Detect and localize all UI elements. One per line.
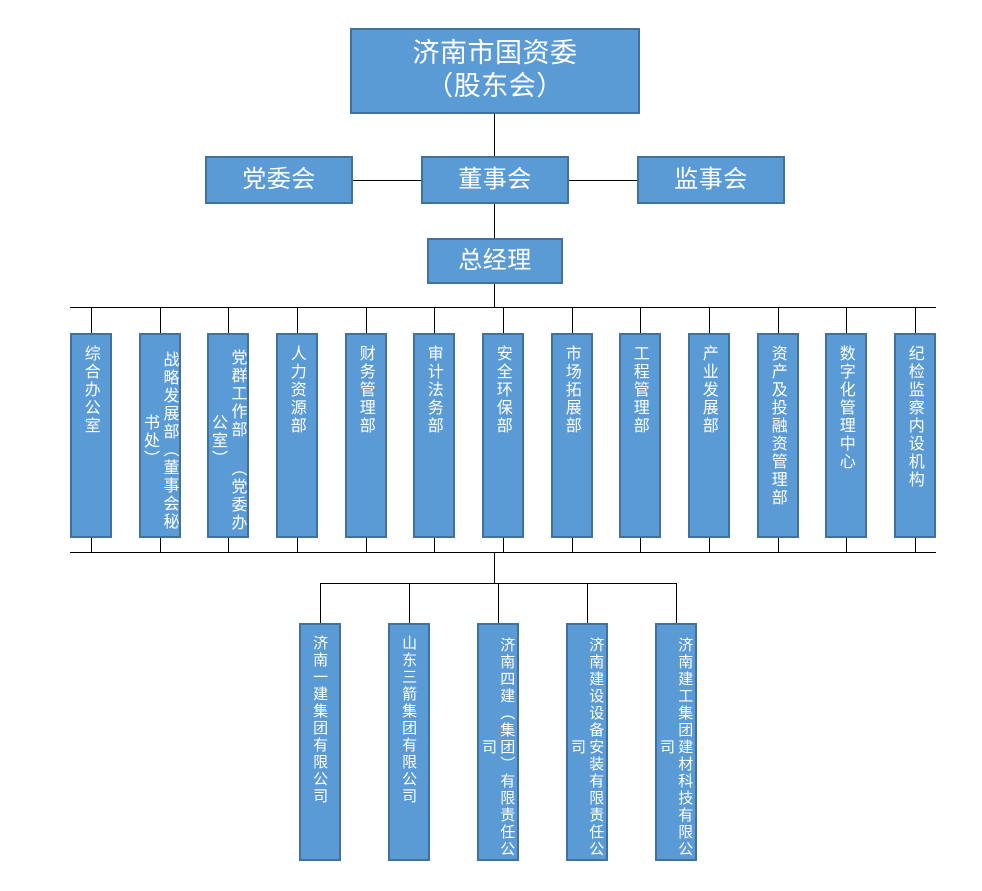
connector-department-stub-bottom bbox=[160, 538, 161, 552]
node-department-label: 市场拓展部 bbox=[562, 345, 582, 435]
node-subsidiary[interactable]: 济南一建集团有限公司 bbox=[299, 623, 341, 861]
node-root-sasac[interactable]: 济南市国资委 （股东会） bbox=[350, 28, 640, 114]
node-department-label: 人力资源部 bbox=[287, 345, 307, 435]
node-department[interactable]: 审计法务部 bbox=[413, 333, 455, 538]
node-department-label: 战略发展部（董事会秘书处） bbox=[141, 350, 180, 531]
connector-department-stub-bottom bbox=[778, 538, 779, 552]
connector-party-to-board bbox=[353, 180, 421, 181]
connector-manager-to-dept-bus bbox=[494, 284, 495, 307]
connector-department-stub-top bbox=[434, 307, 435, 333]
node-department[interactable]: 数字化管理中心 bbox=[825, 333, 867, 538]
node-subsidiary[interactable]: 济南四建（集团）有限责任公司 bbox=[477, 623, 519, 861]
node-general-manager-label: 总经理 bbox=[458, 246, 532, 275]
connector-department-stub-top bbox=[160, 307, 161, 333]
node-department-label: 党群工作部 （党委办公室） bbox=[209, 349, 248, 532]
connector-department-stub-bottom bbox=[91, 538, 92, 552]
node-department[interactable]: 综合办公室 bbox=[70, 333, 112, 538]
node-department-label: 工程管理部 bbox=[630, 345, 650, 435]
node-department[interactable]: 工程管理部 bbox=[619, 333, 661, 538]
node-department-label: 安全环保部 bbox=[493, 345, 513, 435]
node-department-label: 产业发展部 bbox=[699, 345, 719, 435]
connector-department-stub-bottom bbox=[366, 538, 367, 552]
connector-dept-to-subsidiary-bus bbox=[494, 552, 495, 583]
connector-department-stub-top bbox=[366, 307, 367, 333]
connector-board-to-manager bbox=[494, 204, 495, 238]
node-department-label: 综合办公室 bbox=[81, 345, 101, 435]
connector-department-stub-bottom bbox=[709, 538, 710, 552]
node-department-label: 数字化管理中心 bbox=[836, 345, 856, 471]
connector-department-stub-bottom bbox=[297, 538, 298, 552]
connector-subsidiary-stub bbox=[676, 583, 677, 623]
connector-department-bus-bottom bbox=[70, 552, 936, 553]
connector-department-stub-top bbox=[91, 307, 92, 333]
node-subsidiary[interactable]: 济南建工集团建材科技有限公司 bbox=[655, 623, 697, 861]
node-department[interactable]: 纪检监察内设机构 bbox=[894, 333, 936, 538]
connector-department-stub-bottom bbox=[640, 538, 641, 552]
node-department[interactable]: 市场拓展部 bbox=[551, 333, 593, 538]
connector-department-stub-top bbox=[503, 307, 504, 333]
node-department[interactable]: 人力资源部 bbox=[276, 333, 318, 538]
connector-subsidiary-stub bbox=[587, 583, 588, 623]
connector-root-to-board bbox=[494, 114, 495, 156]
node-department[interactable]: 党群工作部 （党委办公室） bbox=[207, 333, 249, 538]
connector-department-stub-bottom bbox=[503, 538, 504, 552]
node-department[interactable]: 资产及投融资管理部 bbox=[757, 333, 799, 538]
connector-board-to-supervisors bbox=[569, 180, 637, 181]
node-subsidiary-label: 济南四建（集团）有限责任公司 bbox=[480, 636, 517, 858]
connector-department-stub-bottom bbox=[846, 538, 847, 552]
connector-department-stub-top bbox=[778, 307, 779, 333]
node-department[interactable]: 战略发展部（董事会秘书处） bbox=[139, 333, 181, 538]
connector-subsidiary-stub bbox=[409, 583, 410, 623]
node-department-label: 财务管理部 bbox=[356, 345, 376, 435]
node-subsidiary-label: 济南建设设备安装有限责任公司 bbox=[569, 636, 606, 858]
node-subsidiary[interactable]: 山东三箭集团有限公司 bbox=[388, 623, 430, 861]
node-board-of-directors-label: 董事会 bbox=[458, 165, 532, 194]
connector-subsidiary-stub bbox=[320, 583, 321, 623]
node-department-label: 审计法务部 bbox=[424, 345, 444, 435]
node-department[interactable]: 产业发展部 bbox=[688, 333, 730, 538]
node-subsidiary-label: 山东三箭集团有限公司 bbox=[400, 635, 419, 805]
connector-department-stub-bottom bbox=[572, 538, 573, 552]
node-party-committee[interactable]: 党委会 bbox=[205, 156, 353, 204]
node-subsidiary-label: 济南一建集团有限公司 bbox=[311, 635, 330, 805]
connector-department-stub-top bbox=[572, 307, 573, 333]
node-department-label: 资产及投融资管理部 bbox=[768, 345, 788, 507]
node-general-manager[interactable]: 总经理 bbox=[427, 238, 563, 284]
node-board-of-supervisors[interactable]: 监事会 bbox=[637, 156, 785, 204]
node-board-of-directors[interactable]: 董事会 bbox=[421, 156, 569, 204]
node-board-of-supervisors-label: 监事会 bbox=[674, 165, 748, 194]
node-department[interactable]: 安全环保部 bbox=[482, 333, 524, 538]
connector-department-stub-bottom bbox=[434, 538, 435, 552]
node-department[interactable]: 财务管理部 bbox=[345, 333, 387, 538]
connector-subsidiary-stub bbox=[498, 583, 499, 623]
connector-department-stub-top bbox=[640, 307, 641, 333]
connector-department-stub-top bbox=[297, 307, 298, 333]
connector-department-stub-top bbox=[709, 307, 710, 333]
node-root-sasac-label: 济南市国资委 （股东会） bbox=[412, 38, 578, 102]
node-subsidiary[interactable]: 济南建设设备安装有限责任公司 bbox=[566, 623, 608, 861]
connector-department-stub-top bbox=[915, 307, 916, 333]
connector-department-stub-bottom bbox=[915, 538, 916, 552]
connector-department-stub-top bbox=[846, 307, 847, 333]
connector-department-stub-bottom bbox=[228, 538, 229, 552]
node-department-label: 纪检监察内设机构 bbox=[905, 345, 925, 489]
node-subsidiary-label: 济南建工集团建材科技有限公司 bbox=[658, 636, 695, 858]
connector-department-stub-top bbox=[228, 307, 229, 333]
node-party-committee-label: 党委会 bbox=[242, 165, 316, 194]
